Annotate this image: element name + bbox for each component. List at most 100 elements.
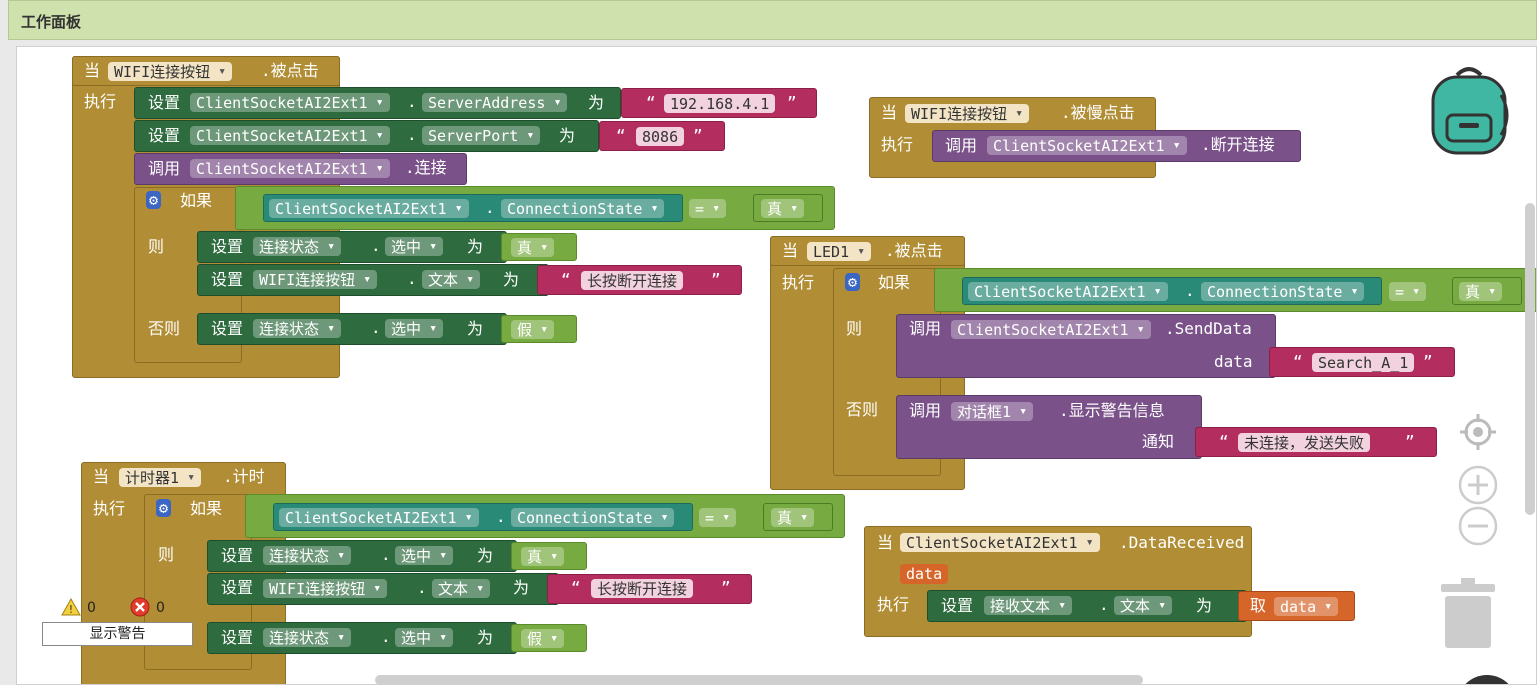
socket-dropdown[interactable]: ClientSocketAI2Ext1 [269, 199, 469, 218]
param-data-chip[interactable]: data [900, 564, 949, 584]
horizontal-scrollbar[interactable] [375, 675, 1143, 684]
compare-op[interactable]: = [699, 508, 737, 527]
kw-if: 如果 [180, 191, 213, 210]
text-ip[interactable]: 192.168.4.1 [664, 94, 776, 113]
set-recv-text[interactable] [927, 590, 1247, 622]
prop-dropdown[interactable]: 选中 [395, 546, 454, 565]
socket-dropdown[interactable]: ClientSocketAI2Ext1 [190, 159, 390, 178]
dot: . [407, 125, 417, 144]
timer-dropdown[interactable]: 计时器1 [119, 468, 202, 487]
backpack-icon[interactable] [1425, 65, 1513, 157]
set-state-true[interactable] [197, 231, 507, 263]
socket-dropdown[interactable]: ClientSocketAI2Ext1 [190, 93, 390, 112]
close-quote: ” [787, 93, 797, 112]
set-state-false[interactable] [207, 622, 517, 654]
text-long-press[interactable]: 长按断开连接 [591, 579, 694, 598]
led-dropdown[interactable]: LED1 [807, 242, 872, 261]
open-quote: “ [646, 93, 656, 112]
recv-text-dropdown[interactable]: 接收文本 [984, 596, 1073, 615]
kw-to: 为 [559, 126, 576, 145]
false-dropdown[interactable]: 假 [511, 320, 555, 339]
prop-dropdown[interactable]: 文本 [432, 579, 491, 598]
kw-set: 设置 [211, 237, 244, 256]
kw-get: 取 [1250, 596, 1267, 615]
state-dropdown[interactable]: 连接状态 [253, 237, 342, 256]
method-connect: .连接 [405, 158, 447, 177]
set-state-false[interactable] [197, 313, 507, 345]
zoom-out-icon[interactable] [1457, 505, 1499, 547]
socket-dropdown[interactable]: ClientSocketAI2Ext1 [279, 508, 479, 527]
kw-set: 设置 [221, 628, 254, 647]
wifi-btn-dropdown[interactable]: WIFI连接按钮 [905, 104, 1030, 123]
compare-op[interactable]: = [689, 199, 727, 218]
prop-dropdown[interactable]: 选中 [385, 237, 444, 256]
gear-icon[interactable]: ⚙ [146, 191, 162, 209]
kw-set: 设置 [221, 578, 254, 597]
gear-icon[interactable]: ⚙ [156, 499, 172, 517]
compare-op[interactable]: = [1389, 282, 1427, 301]
trash-icon[interactable] [1439, 576, 1497, 650]
prop-dropdown[interactable]: ConnectionState [511, 508, 675, 527]
error-icon[interactable] [130, 597, 150, 617]
prop-dropdown[interactable]: ConnectionState [501, 199, 665, 218]
prop-dropdown[interactable]: 选中 [385, 319, 444, 338]
kw-when: 当 [881, 103, 898, 122]
prop-dropdown[interactable]: ConnectionState [1201, 282, 1365, 301]
state-dropdown[interactable]: 连接状态 [263, 628, 352, 647]
close-quote: ” [721, 578, 731, 597]
text-long-press-block[interactable] [537, 265, 742, 295]
kw-to: 为 [513, 578, 530, 597]
gear-icon[interactable]: ⚙ [845, 273, 861, 291]
warning-icon[interactable]: ! [61, 598, 81, 616]
socket-dropdown[interactable]: ClientSocketAI2Ext1 [987, 136, 1187, 155]
text-search[interactable]: Search_A_1 [1312, 353, 1415, 372]
vertical-scrollbar[interactable] [1525, 203, 1535, 515]
socket-dropdown[interactable]: ClientSocketAI2Ext1 [900, 533, 1100, 552]
get-var-dropdown[interactable]: data [1274, 597, 1339, 616]
text-port[interactable]: 8086 [636, 127, 685, 146]
show-warnings-button[interactable]: 显示警告 [42, 622, 193, 646]
text-not-connected[interactable]: 未连接，发送失败 [1238, 433, 1371, 452]
call-show-alert[interactable] [896, 395, 1202, 459]
kw-call: 调用 [909, 319, 942, 338]
event-click-label: .被点击 [885, 241, 943, 260]
true-dropdown[interactable]: 真 [761, 199, 805, 218]
wifi-btn-dropdown[interactable]: WIFI连接按钮 [108, 62, 233, 81]
prop-dropdown[interactable]: 文本 [422, 270, 481, 289]
prop-dropdown[interactable]: 选中 [395, 628, 454, 647]
socket-dropdown[interactable]: ClientSocketAI2Ext1 [968, 282, 1168, 301]
param-data: data [1214, 352, 1253, 371]
kw-set: 设置 [211, 270, 244, 289]
kw-if: 如果 [190, 499, 223, 518]
true-dropdown[interactable]: 真 [521, 547, 565, 566]
kw-to: 为 [588, 93, 605, 112]
wifi-btn-dropdown[interactable]: WIFI连接按钮 [253, 270, 378, 289]
kw-set: 设置 [941, 596, 974, 615]
dot: . [407, 269, 417, 288]
true-dropdown[interactable]: 真 [511, 238, 555, 257]
true-dropdown[interactable]: 真 [771, 508, 815, 527]
prop-dropdown[interactable]: 文本 [1114, 596, 1173, 615]
close-quote: ” [1405, 432, 1415, 451]
wifi-btn-dropdown[interactable]: WIFI连接按钮 [263, 579, 388, 598]
dot: . [485, 198, 495, 217]
workspace-header: 工作面板 [8, 0, 1537, 40]
false-dropdown[interactable]: 假 [521, 629, 565, 648]
prop-dropdown[interactable]: ServerAddress [422, 93, 568, 112]
text-long-press[interactable]: 长按断开连接 [581, 271, 684, 290]
blocks-workspace[interactable]: 当 WIFI连接按钮 .被点击 执行 设置 ClientSocketAI2Ext… [16, 46, 1537, 685]
recenter-icon[interactable] [1459, 413, 1497, 451]
kw-do: 执行 [93, 499, 126, 518]
true-dropdown[interactable]: 真 [1459, 282, 1503, 301]
prop-dropdown[interactable]: ServerPort [422, 126, 541, 145]
zoom-in-icon[interactable] [1457, 464, 1499, 506]
socket-dropdown[interactable]: ClientSocketAI2Ext1 [190, 126, 390, 145]
open-quote: “ [1219, 432, 1229, 451]
dialog-dropdown[interactable]: 对话框1 [951, 402, 1034, 421]
state-dropdown[interactable]: 连接状态 [253, 319, 342, 338]
socket-dropdown[interactable]: ClientSocketAI2Ext1 [951, 320, 1151, 339]
set-state-true[interactable] [207, 540, 517, 572]
dot: . [381, 545, 391, 564]
kw-to: 为 [467, 237, 484, 256]
state-dropdown[interactable]: 连接状态 [263, 546, 352, 565]
